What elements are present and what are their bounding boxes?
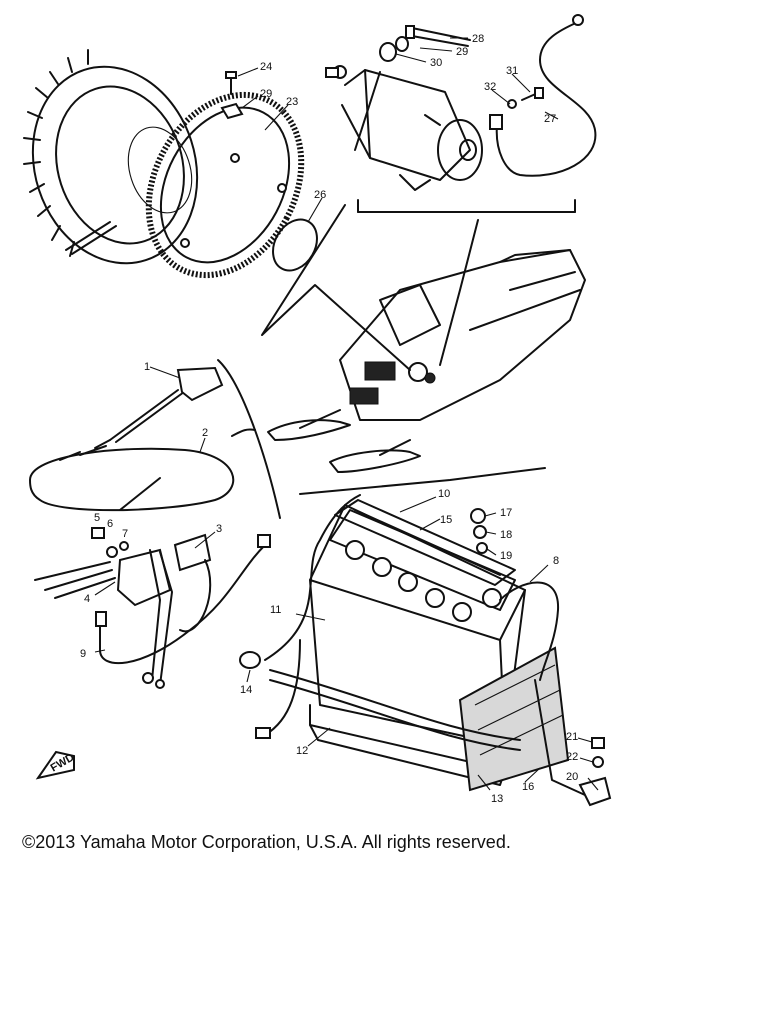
callout-23: 23 — [286, 96, 298, 108]
ring-gear — [145, 91, 305, 279]
copyright-notice: ©2013 Yamaha Motor Corporation, U.S.A. A… — [22, 832, 511, 852]
fwd-arrow-icon: FWD — [35, 750, 76, 780]
callout-5: 5 — [94, 512, 100, 524]
callout-22: 22 — [566, 751, 578, 763]
callout-17: 17 — [500, 507, 512, 519]
callout-10: 10 — [438, 488, 450, 500]
callout-19: 19 — [500, 550, 512, 562]
pointer-lines — [217, 204, 546, 519]
callout-15: 15 — [440, 514, 452, 526]
o-ring — [272, 218, 318, 272]
callout-24: 24 — [260, 61, 272, 73]
callout-4: 4 — [84, 593, 90, 605]
parts-diagram: FWD 1 2 3 4 5 — [23, 14, 612, 807]
callout-31: 31 — [506, 65, 518, 77]
bolt-24 — [220, 71, 244, 120]
callout-3: 3 — [216, 523, 222, 535]
callout-32: 32 — [484, 81, 496, 93]
callout-29-flywheel: 29 — [260, 88, 272, 100]
callout-9: 9 — [80, 648, 86, 660]
callout-26: 26 — [314, 189, 326, 201]
callout-1: 1 — [144, 361, 150, 373]
callout-6: 6 — [107, 518, 113, 530]
callout-30: 30 — [430, 57, 442, 69]
callout-16: 16 — [522, 781, 534, 793]
callout-12: 12 — [296, 745, 308, 757]
callout-28: 28 — [472, 33, 484, 45]
callout-2: 2 — [202, 427, 208, 439]
callout-14: 14 — [240, 684, 252, 696]
callout-20: 20 — [566, 771, 578, 783]
callout-13: 13 — [491, 793, 503, 805]
callout-21: 21 — [566, 731, 578, 743]
snowmobile — [267, 249, 586, 473]
callout-18: 18 — [500, 529, 512, 541]
callout-8: 8 — [553, 555, 559, 567]
callout-29: 29 — [456, 46, 468, 58]
battery-band — [534, 679, 612, 807]
battery-holder — [334, 499, 516, 586]
flywheel — [23, 49, 199, 265]
callout-numbers: 1 2 3 4 5 6 7 8 9 10 11 12 13 14 15 16 1… — [80, 33, 578, 805]
leader-lines — [94, 37, 599, 791]
battery-cables — [239, 494, 560, 751]
cable-9 — [95, 534, 271, 665]
starter-motor — [325, 65, 576, 213]
callout-11: 11 — [270, 604, 281, 616]
starter-bolts — [379, 25, 471, 62]
cable-27 — [489, 14, 597, 177]
callout-27: 27 — [544, 113, 556, 125]
wire-harness — [29, 366, 235, 512]
callout-7: 7 — [122, 528, 128, 540]
starter-relay — [34, 527, 212, 689]
